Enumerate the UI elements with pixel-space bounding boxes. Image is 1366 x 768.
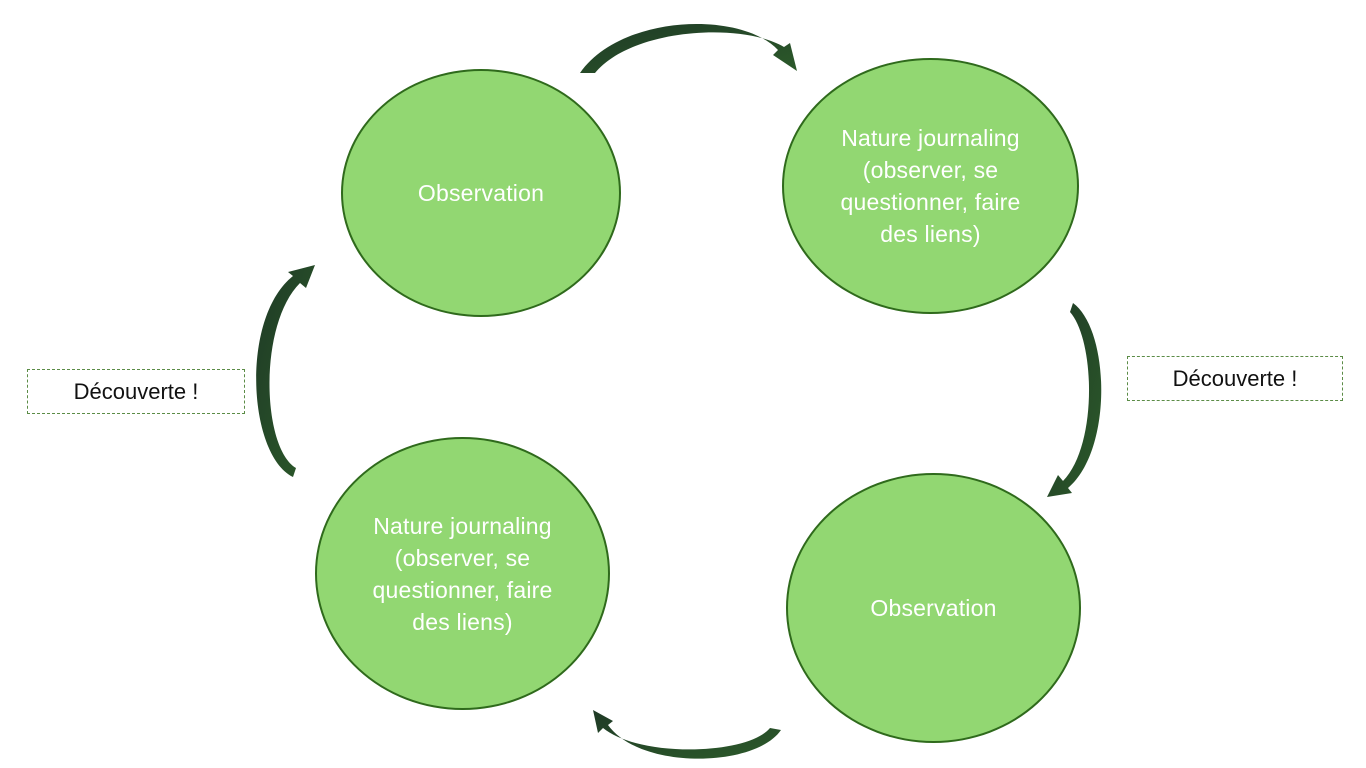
- node-label: Nature journaling (observer, se question…: [372, 512, 553, 635]
- node-label: Observation: [870, 595, 997, 621]
- node-observation-bottom: Observation: [786, 473, 1081, 743]
- arrow-top: [580, 23, 797, 73]
- arrow-left: [256, 265, 315, 477]
- node-nature-journaling-bottom: Nature journaling (observer, se question…: [315, 437, 610, 710]
- node-nature-journaling-top: Nature journaling (observer, se question…: [782, 58, 1079, 314]
- node-label: Nature journaling (observer, se question…: [840, 125, 1021, 247]
- arrow-right: [1047, 303, 1102, 497]
- arrow-bottom: [593, 710, 781, 759]
- node-label: Observation: [417, 180, 545, 206]
- note-decouverte-right: Découverte !: [1127, 356, 1343, 401]
- note-label: Découverte !: [73, 378, 199, 404]
- note-label: Découverte !: [1172, 365, 1298, 391]
- node-observation-top: Observation: [341, 69, 621, 317]
- note-decouverte-left: Découverte !: [27, 369, 245, 414]
